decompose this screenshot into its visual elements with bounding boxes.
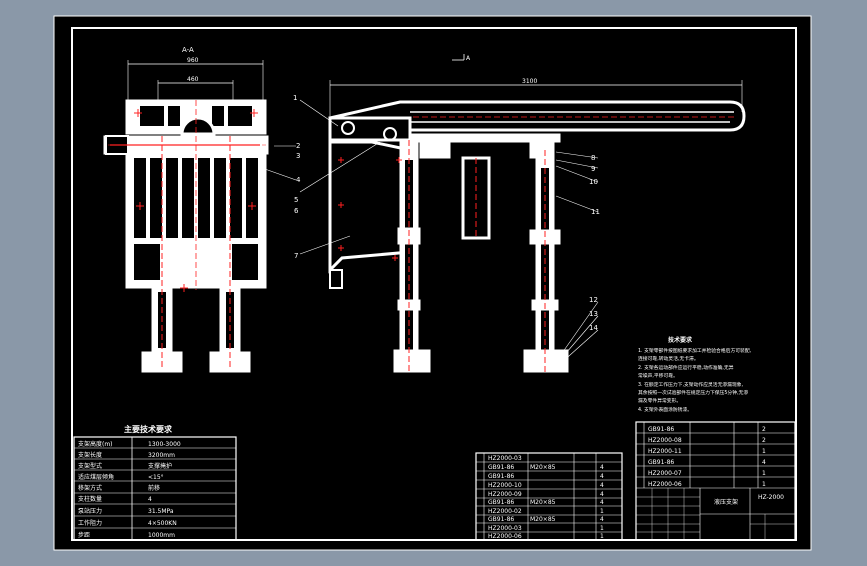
notes-line-5: 3. 在额定工作压力下,支架动作应灵活无渗漏现象, xyxy=(638,381,744,388)
sheet-inner-frame xyxy=(71,27,797,541)
balloon-2: 2 xyxy=(296,142,300,150)
balloon-labels: 1 2 3 4 5 6 7 8 9 10 11 12 13 14 xyxy=(293,94,600,332)
balloon-10: 10 xyxy=(589,178,598,186)
spec-value-3: <15° xyxy=(148,474,164,481)
balloon-4: 4 xyxy=(296,176,301,184)
elevation-view: A 3100 xyxy=(261,54,746,373)
balloon-9: 9 xyxy=(591,165,595,173)
bom-right-code-0: GB91-86 xyxy=(648,426,674,433)
dim-span: 3100 xyxy=(522,78,537,85)
spec-label-4: 移架方式 xyxy=(78,484,102,492)
bom-mid-code-3: HZ2000-10 xyxy=(488,482,522,489)
bom-right-code-1: HZ2000-08 xyxy=(648,437,682,444)
bom-mid-code-6: HZ2000-02 xyxy=(488,508,522,515)
bom-right-qty-4: 1 xyxy=(762,470,766,477)
notes-line-4: 常噪声,平移可靠。 xyxy=(638,372,678,379)
bom-mid-code-0: HZ2000-03 xyxy=(488,455,522,462)
spec-label-8: 步距 xyxy=(78,531,90,539)
bom-mid-code-2: GB91-86 xyxy=(488,473,514,480)
bom-mid-mat-5: 4 xyxy=(600,499,604,506)
bom-right-qty-2: 1 xyxy=(762,448,766,455)
spec-value-7: 4×500KN xyxy=(148,520,177,527)
bom-right-code-3: GB91-86 xyxy=(648,459,674,466)
spec-value-0: 1300-3000 xyxy=(148,441,181,448)
bom-mid-code-8: HZ2000-03 xyxy=(488,525,522,532)
balloon-12: 12 xyxy=(589,296,598,304)
bom-mid-name-1: M20×85 xyxy=(530,464,556,471)
notes-line-1: 1. 支架零部件按图纸要求加工并检验合格后方可装配, xyxy=(638,347,752,354)
bom-mid-code-7: GB91-86 xyxy=(488,516,514,523)
bom-mid-code-4: HZ2000-09 xyxy=(488,491,522,498)
balloon-7: 7 xyxy=(294,252,298,260)
spec-value-8: 1000mm xyxy=(148,532,175,539)
spec-table: 主要技术要求 支架高度(m) 1300-3000 支架长度 3200mm 支架型… xyxy=(73,424,237,541)
spec-label-7: 工作阻力 xyxy=(78,519,102,527)
bom-mid-mat-4: 4 xyxy=(600,491,604,498)
spec-value-2: 支撑掩护 xyxy=(148,462,172,470)
notes-line-6: 其余按照一次试验部件在规定压力下保压5分钟,无渗 xyxy=(638,389,748,396)
title-block-name: 液压支架 xyxy=(714,498,738,506)
bom-mid-code-9: HZ2000-06 xyxy=(488,533,522,540)
bom-mid-mat-7: 4 xyxy=(600,516,604,523)
dim-width-inner: 460 xyxy=(187,76,199,83)
bom-mid-code-1: GB91-86 xyxy=(488,464,514,471)
bom-table-right: GB91-86 2 HZ2000-08 2 HZ2000-11 1 GB91-8… xyxy=(635,421,796,541)
bom-right-qty-5: 1 xyxy=(762,481,766,488)
bom-mid-name-7: M20×85 xyxy=(530,516,556,523)
bom-table-middle: HZ2000-03 GB91-86 M20×85 4 GB91-86 4 HZ2… xyxy=(475,452,623,541)
balloon-11: 11 xyxy=(591,208,600,216)
bom-right-qty-0: 2 xyxy=(762,426,766,433)
balloon-3: 3 xyxy=(296,152,300,160)
technical-notes: 技术要求 1. 支架零部件按图纸要求加工并检验合格后方可装配, 连接可靠,转动灵… xyxy=(638,336,752,413)
spec-label-3: 适应煤层倾角 xyxy=(78,473,114,481)
spec-label-5: 支柱数量 xyxy=(78,495,102,503)
arrow-label: A xyxy=(466,55,471,62)
notes-line-3: 2. 支架各运动部件应运行平稳,动作准确,无异 xyxy=(638,364,734,371)
title-block-drawing-no: HZ-2000 xyxy=(758,494,784,501)
balloon-13: 13 xyxy=(589,310,598,318)
spec-value-4: 前移 xyxy=(148,484,160,492)
view-label: A-A xyxy=(182,46,194,54)
bom-mid-mat-3: 4 xyxy=(600,482,604,489)
notes-line-8: 4. 支架外表面涂防锈漆。 xyxy=(638,406,692,413)
dim-width-outer: 960 xyxy=(187,57,199,64)
bom-mid-code-5: GB91-86 xyxy=(488,499,514,506)
spec-label-1: 支架长度 xyxy=(78,451,102,459)
balloon-5: 5 xyxy=(294,196,298,204)
bom-mid-mat-6: 1 xyxy=(600,508,604,515)
bom-mid-name-5: M20×85 xyxy=(530,499,556,506)
bom-right-code-4: HZ2000-07 xyxy=(648,470,682,477)
balloon-8: 8 xyxy=(591,154,595,162)
spec-value-1: 3200mm xyxy=(148,452,175,459)
bom-right-qty-3: 4 xyxy=(762,459,766,466)
bom-right-qty-1: 2 xyxy=(762,437,766,444)
spec-label-6: 泵站压力 xyxy=(78,507,102,515)
spec-value-6: 31.5MPa xyxy=(148,508,174,515)
notes-line-2: 连接可靠,转动灵活,无卡滞。 xyxy=(638,355,699,362)
spec-label-2: 支架型式 xyxy=(78,462,102,470)
section-view-a-a: A-A 960 460 xyxy=(103,46,269,373)
bom-mid-mat-2: 4 xyxy=(600,473,604,480)
bom-right-code-2: HZ2000-11 xyxy=(648,448,682,455)
notes-line-7: 漏及零件异常变形。 xyxy=(638,397,681,404)
bom-mid-mat-1: 4 xyxy=(600,464,604,471)
balloon-14: 14 xyxy=(589,324,598,332)
balloon-6: 6 xyxy=(294,207,299,215)
spec-label-0: 支架高度(m) xyxy=(78,440,113,448)
spec-title: 主要技术要求 xyxy=(124,424,173,434)
bom-right-code-5: HZ2000-06 xyxy=(648,481,682,488)
notes-title: 技术要求 xyxy=(668,336,693,344)
bom-mid-mat-8: 1 xyxy=(600,525,604,532)
spec-value-5: 4 xyxy=(148,496,152,503)
balloon-1: 1 xyxy=(293,94,297,102)
bom-mid-mat-9: 1 xyxy=(600,533,604,540)
